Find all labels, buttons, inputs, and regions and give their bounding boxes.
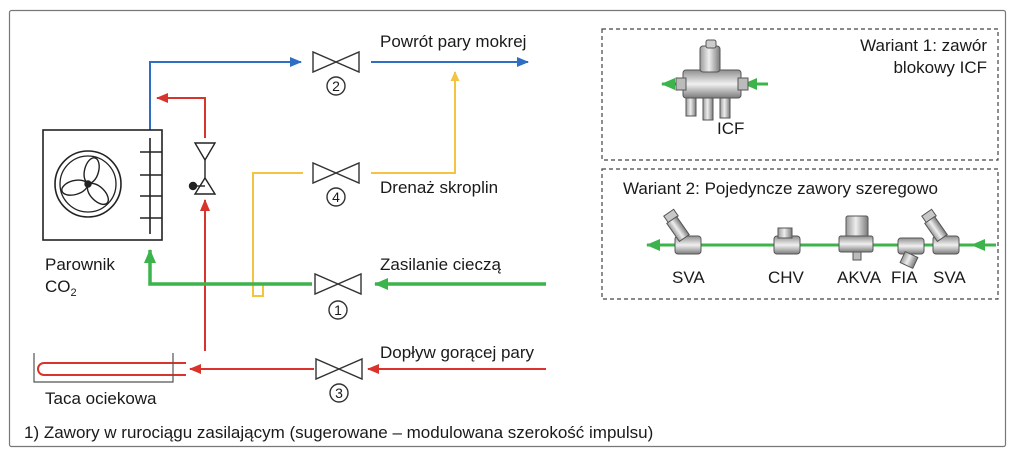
hot-gas-label: Dopływ gorącej pary — [380, 343, 535, 362]
variant2-title: Wariant 2: Pojedyncze zawory szeregowo — [623, 179, 938, 198]
icf-label: ICF — [717, 119, 744, 138]
chv-valve-icon — [773, 227, 801, 255]
drain-pipe-loop — [252, 284, 264, 297]
liquid-feed-label: Zasilanie cieczą — [380, 255, 501, 274]
variant1-box — [601, 28, 999, 161]
sva-valve-right-icon — [921, 208, 960, 255]
variant2-box — [601, 168, 999, 300]
variant1-title-line1: Wariant 1: zawór — [860, 36, 987, 55]
variant1-title-line2: blokowy ICF — [893, 58, 987, 77]
drip-tray-coil — [37, 362, 186, 376]
footnote: 1) Zawory w rurociągu zasilającym (suger… — [24, 423, 653, 442]
akva-valve-icon — [838, 215, 874, 261]
valve-4 — [312, 161, 360, 207]
hot-gas-to-evaporator-pipe — [156, 93, 206, 138]
drain-label: Drenaż skroplin — [380, 178, 498, 197]
valve-1 — [314, 272, 362, 320]
valve-3-number: 3 — [335, 385, 343, 401]
drain-pipe-right — [371, 71, 460, 174]
valve-2 — [312, 50, 360, 96]
variant2-label-akva: AKVA — [837, 268, 882, 287]
fan-icon — [61, 157, 110, 206]
evaporator — [42, 129, 163, 241]
liquid-feed-to-evaporator-pipe — [144, 249, 312, 286]
evaporator-label: Parownik — [45, 255, 115, 274]
valve-2-number: 2 — [332, 78, 340, 94]
fan-ring-outer — [54, 150, 122, 218]
sva-valve-icon — [663, 208, 702, 255]
drip-tray-label: Taca ociekowa — [45, 389, 157, 408]
valve-3 — [315, 357, 363, 403]
valve-1-number: 1 — [334, 302, 342, 318]
fan-ring-inner — [59, 155, 117, 213]
fia-valve-icon — [897, 237, 925, 270]
icf-valve-block-icon — [675, 39, 749, 121]
drip-tray — [33, 353, 174, 383]
variant2-label-chv: CHV — [768, 268, 805, 287]
check-valve-symbol — [188, 142, 217, 195]
wet-return-label: Powrót pary mokrej — [380, 32, 526, 51]
variant2-label-sva-right: SVA — [933, 268, 966, 287]
evaporator-co2-label: CO2 — [45, 277, 77, 299]
valve-4-number: 4 — [332, 189, 340, 205]
variant2-label-fia: FIA — [891, 268, 918, 287]
variant2-label-sva-left: SVA — [672, 268, 705, 287]
